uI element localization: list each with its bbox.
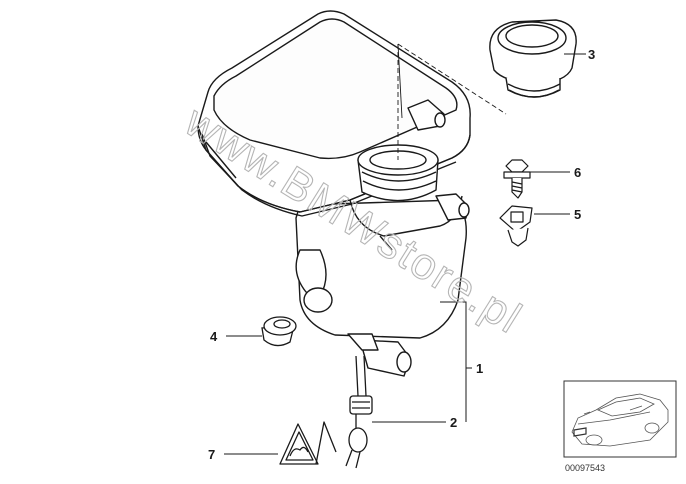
clip-nut[interactable] <box>499 205 533 247</box>
warning-label[interactable] <box>279 421 337 465</box>
callout-4[interactable]: 4 <box>210 329 218 344</box>
callout-1[interactable]: 1 <box>476 361 483 376</box>
callouts: 3 6 5 4 1 2 7 <box>208 47 595 462</box>
level-sensor[interactable] <box>345 355 373 469</box>
callout-6[interactable]: 6 <box>574 165 581 180</box>
thumbnail-code: 00097543 <box>565 463 605 473</box>
grommet[interactable] <box>261 316 297 347</box>
filler-cap[interactable] <box>489 19 577 98</box>
callout-2[interactable]: 2 <box>450 415 457 430</box>
callout-7[interactable]: 7 <box>208 447 215 462</box>
expansion-tank[interactable] <box>197 10 471 377</box>
callout-5[interactable]: 5 <box>574 207 581 222</box>
vehicle-thumbnail[interactable]: 00097543 <box>563 380 677 473</box>
screw[interactable] <box>503 159 531 199</box>
leader-lines <box>224 53 586 455</box>
assembly-lines <box>397 43 507 160</box>
car-icon <box>571 393 669 447</box>
callout-3[interactable]: 3 <box>588 47 595 62</box>
